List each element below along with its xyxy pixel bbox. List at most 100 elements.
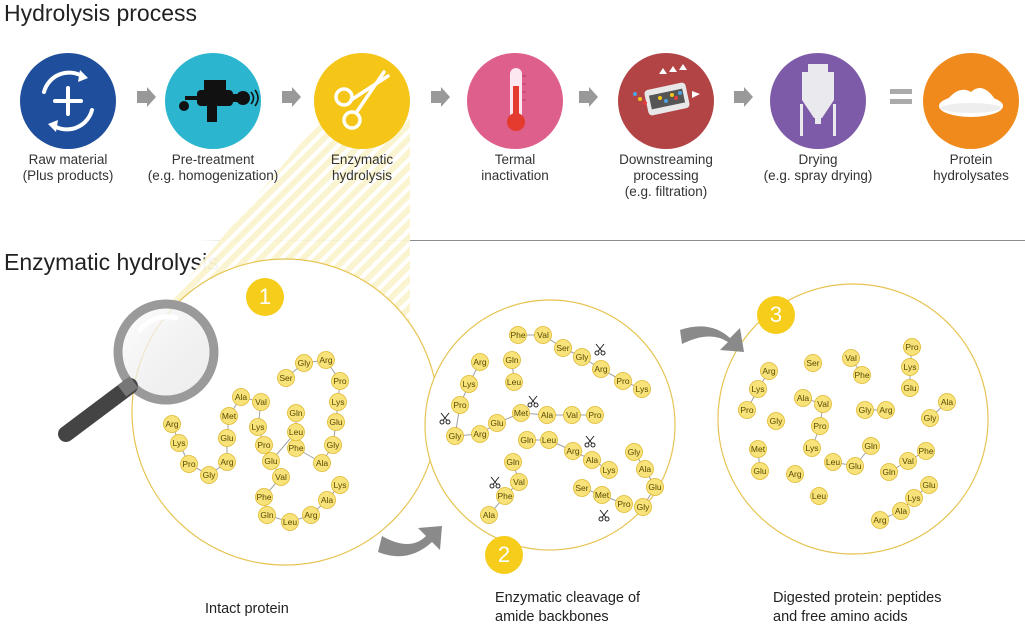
svg-text:Pro: Pro [616,376,630,386]
svg-text:Ala: Ala [235,392,248,402]
amino-acid-residue: Gln [258,506,276,524]
peptide-bond [879,484,930,521]
step-drying [770,53,866,149]
step-label-protein-hydrolysates: Protein hydrolysates [933,152,1009,183]
scissors-icon [584,435,596,448]
step-raw-material [20,53,116,149]
svg-text:Arg: Arg [473,429,487,439]
svg-text:Gly: Gly [770,416,784,426]
step-label-enzymatic: Enzymatic hydrolysis [330,152,394,183]
svg-text:Val: Val [566,410,578,420]
svg-text:Gln: Gln [864,441,878,451]
amino-acid-residue: Lys [901,358,919,376]
svg-text:Glu: Glu [329,417,343,427]
amino-acid-residue: Arg [317,351,335,369]
amino-acid-residue: Pro [180,455,198,473]
amino-acid-residue: Leu [287,423,305,441]
svg-text:Ala: Ala [586,455,599,465]
amino-acid-residue: Met [749,440,767,458]
svg-text:Phe: Phe [918,446,933,456]
spray-dryer-icon [800,64,836,136]
filtration-icon [633,64,700,116]
svg-text:Glu: Glu [753,466,767,476]
svg-text:Lys: Lys [636,384,649,394]
svg-text:Met: Met [751,444,766,454]
amino-acid-residue: Leu [824,453,842,471]
svg-text:Ala: Ala [797,393,810,403]
amino-acid-residue: Lys [331,476,349,494]
section-divider [200,240,1025,241]
cleavage-markers [439,343,610,522]
amino-acid-residue: Phe [287,439,305,457]
amino-acid-residue: Lys [905,489,923,507]
amino-acid-residue: Lys [600,461,618,479]
stage-number-2: 2 [485,536,523,574]
step-downstream [618,53,714,149]
step-label-raw-material: Raw material (Plus products) [22,152,114,183]
svg-text:Gln: Gln [289,408,303,418]
amino-acid-residue: Ala [583,451,601,469]
svg-text:Gly: Gly [298,358,312,368]
svg-text:Ala: Ala [321,495,334,505]
amino-acid-residue: Gln [518,431,536,449]
svg-text:Val: Val [902,456,914,466]
section-title-hydrolysis-process: Hydrolysis process [4,0,197,26]
svg-text:Ala: Ala [639,464,652,474]
amino-acid-residue: Arg [871,511,889,529]
svg-text:Gly: Gly [628,447,642,457]
amino-acid-residue: Leu [505,373,523,391]
svg-text:Gly: Gly [576,352,590,362]
amino-acid-residue: Glu [751,462,769,480]
svg-text:Ser: Ser [556,343,569,353]
amino-acid-residue: Ser [804,354,822,372]
scissors-icon [527,395,539,408]
step-label-drying: Drying (e.g. spray drying) [763,152,873,183]
step-label-downstream: Downstreaming processing (e.g. filtratio… [619,152,713,199]
step-thermal [467,53,563,149]
svg-text:Gly: Gly [449,431,463,441]
svg-text:Lys: Lys [252,422,265,432]
amino-acid-residue: Lys [633,380,651,398]
svg-text:Ala: Ala [316,458,329,468]
amino-acid-residue: Gln [880,463,898,481]
svg-text:Glu: Glu [903,383,917,393]
recycle-plus-icon [42,70,94,132]
scissors-icon [594,343,606,356]
svg-text:Pro: Pro [740,405,754,415]
amino-acid-residue: Glu [646,478,664,496]
svg-text:Lys: Lys [332,397,345,407]
amino-acid-residue: Gly [295,354,313,372]
amino-acid-residue: Pro [903,338,921,356]
amino-acid-residue: Arg [786,465,804,483]
amino-acid-residue: Phe [255,488,273,506]
amino-acid-residue: Lys [170,434,188,452]
svg-text:Glu: Glu [648,482,662,492]
svg-text:Arg: Arg [319,355,333,365]
section-title-enzymatic-hydrolysis: Enzymatic hydrolysis [4,249,219,275]
amino-acid-residue: Leu [810,487,828,505]
amino-acid-residue: Gln [503,351,521,369]
amino-acid-residue: Val [252,393,270,411]
svg-text:Val: Val [845,353,857,363]
amino-acid-residue: Ser [573,479,591,497]
svg-text:Pro: Pro [588,410,602,420]
svg-text:Pro: Pro [182,459,196,469]
amino-acid-residue: Val [534,326,552,344]
amino-acid-residue: Lys [803,439,821,457]
svg-text:Arg: Arg [879,405,893,415]
amino-acid-residue: Gly [200,466,218,484]
amino-acid-residue: Arg [302,506,320,524]
svg-text:Lys: Lys [806,443,819,453]
powder-bowl-icon [939,88,1003,117]
amino-acid-residue: Ala [636,460,654,478]
amino-acid-residue: Glu [846,457,864,475]
amino-acid-residue: Gly [921,409,939,427]
amino-acid-residue: Gln [862,437,880,455]
amino-acid-residue: Lys [249,418,267,436]
svg-text:Ala: Ala [483,510,496,520]
amino-acid-residue: Val [272,468,290,486]
amino-acid-residue: Ala [232,388,250,406]
stage-number-1: 1 [246,278,284,316]
svg-text:Gln: Gln [520,435,534,445]
